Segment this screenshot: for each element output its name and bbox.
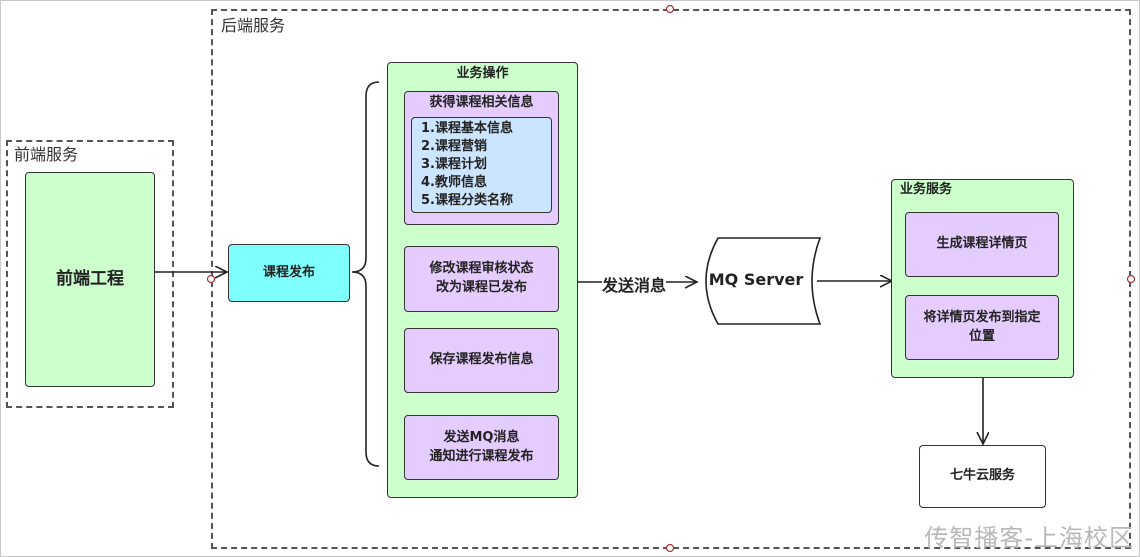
business-service-title: 业务服务 xyxy=(900,182,953,197)
connector-dot-right xyxy=(1126,274,1136,284)
send-mq-line-1: 发送MQ消息 xyxy=(443,429,520,445)
info-item: 1.课程基本信息 xyxy=(421,121,513,136)
info-item: 2.课程营销 xyxy=(421,139,487,154)
info-list-box: 1.课程基本信息 2.课程营销 3.课程计划 4.教师信息 5.课程分类名称 xyxy=(411,117,552,213)
info-list: 1.课程基本信息 2.课程营销 3.课程计划 4.教师信息 5.课程分类名称 xyxy=(421,120,513,210)
curly-brace xyxy=(351,81,380,467)
course-publish-box: 课程发布 xyxy=(228,244,350,302)
gen-detail-page-box: 生成课程详情页 xyxy=(905,212,1059,277)
get-info-title: 获得课程相关信息 xyxy=(429,95,534,110)
connector-dot-left xyxy=(206,274,216,284)
frontend-group-label: 前端服务 xyxy=(14,145,79,164)
frontend-project-label: 前端工程 xyxy=(56,269,124,290)
connector-dot-bottom xyxy=(665,543,675,553)
send-mq-line-2: 通知进行课程发布 xyxy=(429,448,534,464)
info-item: 5.课程分类名称 xyxy=(421,193,513,208)
info-item: 3.课程计划 xyxy=(421,157,487,172)
modify-status-line-2: 改为课程已发布 xyxy=(435,280,527,295)
publish-detail-line-1: 将详情页发布到指定 xyxy=(923,309,1041,325)
qiniu-service-box: 七牛云服务 xyxy=(919,445,1046,508)
modify-status-line-1: 修改课程审核状态 xyxy=(429,261,534,277)
mq-server-label: MQ Server xyxy=(708,270,804,289)
send-mq-box: 发送MQ消息 通知进行课程发布 xyxy=(404,415,559,480)
save-info-box: 保存课程发布信息 xyxy=(404,328,559,393)
qiniu-service-label: 七牛云服务 xyxy=(949,468,1015,484)
publish-detail-line-2: 位置 xyxy=(968,328,995,344)
frontend-project-box: 前端工程 xyxy=(25,172,155,387)
business-ops-title: 业务操作 xyxy=(456,66,509,81)
watermark: 传智播客-上海校区 xyxy=(924,524,1134,552)
connector-dot-top xyxy=(665,4,675,14)
frontend-group xyxy=(6,140,174,408)
gen-detail-page-label: 生成课程详情页 xyxy=(936,236,1028,252)
mq-server-shape xyxy=(705,237,822,325)
save-info-label: 保存课程发布信息 xyxy=(429,352,534,368)
info-item: 4.教师信息 xyxy=(421,175,487,190)
course-publish-label: 课程发布 xyxy=(262,264,315,280)
publish-detail-box: 将详情页发布到指定 位置 xyxy=(905,295,1059,360)
send-message-label: 发送消息 xyxy=(602,272,667,296)
backend-group-label: 后端服务 xyxy=(221,16,286,35)
modify-status-box: 修改课程审核状态 改为课程已发布 xyxy=(404,246,559,312)
